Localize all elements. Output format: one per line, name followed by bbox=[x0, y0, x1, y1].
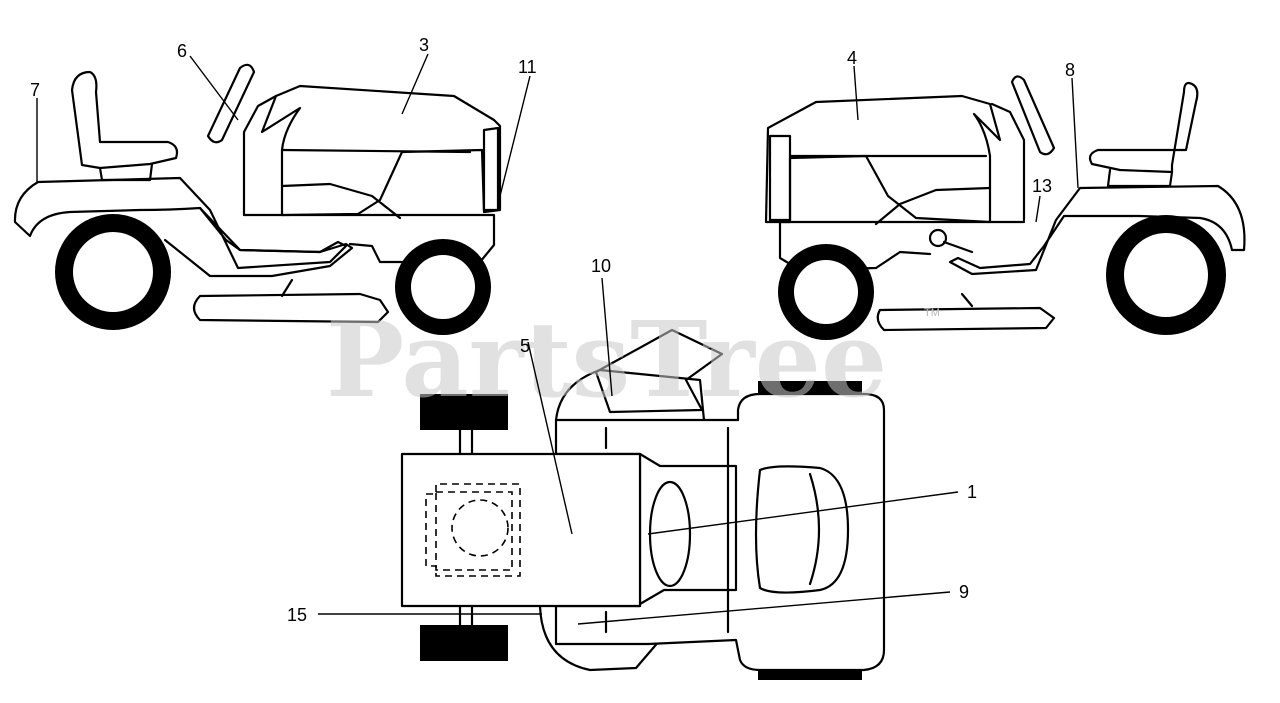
callout-7: 7 bbox=[30, 80, 40, 100]
callout-15: 15 bbox=[287, 605, 307, 625]
callout-8: 8 bbox=[1065, 60, 1075, 80]
callout-13: 13 bbox=[1032, 176, 1052, 196]
callout-9: 9 bbox=[959, 582, 969, 602]
tractor-right-side-view bbox=[764, 75, 1246, 340]
callout-4: 4 bbox=[847, 48, 857, 68]
callout-6: 6 bbox=[177, 41, 187, 61]
callout-10: 10 bbox=[591, 256, 611, 276]
watermark-text: PartsTree bbox=[326, 298, 887, 421]
tractor-left-side-view bbox=[13, 63, 502, 335]
callout-3: 3 bbox=[419, 35, 429, 55]
leader-lines bbox=[36, 53, 1079, 625]
callout-1: 1 bbox=[967, 482, 977, 502]
callout-labels: 1 3 4 5 6 7 8 9 10 11 13 15 bbox=[30, 35, 1075, 625]
tractor-top-view bbox=[400, 328, 886, 680]
callout-11: 11 bbox=[518, 57, 537, 77]
callout-5: 5 bbox=[520, 336, 530, 356]
watermark-trademark: TM bbox=[924, 307, 940, 319]
